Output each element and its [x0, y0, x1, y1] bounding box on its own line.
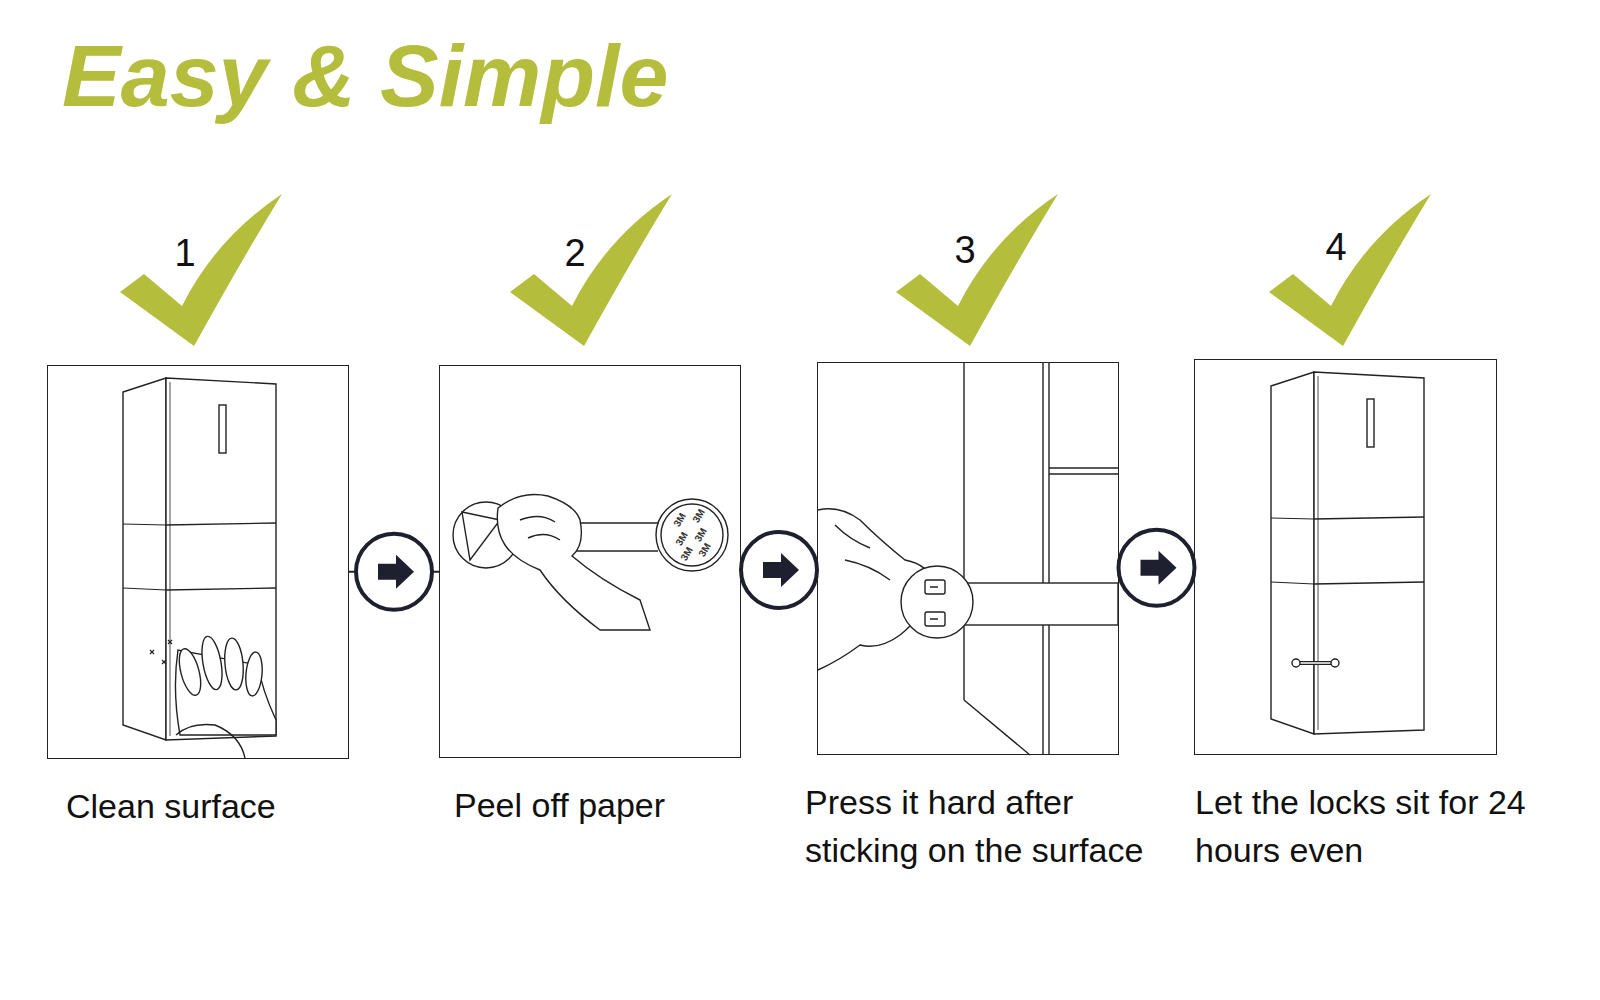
- step-panel: 3Press it hard after sticking on the sur…: [817, 362, 1119, 755]
- press-illustration: [818, 363, 1118, 755]
- step-caption: Peel off paper: [454, 781, 799, 829]
- arrow-head: [378, 555, 414, 589]
- step-number: 1: [174, 234, 195, 272]
- arrow-circle: [356, 534, 432, 610]
- check-mark: [120, 194, 1431, 346]
- peel-illustration: [453, 495, 728, 631]
- arrow-circle: [1119, 530, 1195, 606]
- title: Easy & Simple: [62, 28, 669, 125]
- step-caption: Let the locks sit for 24 hours even: [1195, 778, 1540, 874]
- step-caption: Clean surface: [66, 782, 411, 830]
- step-arrow: [741, 532, 817, 608]
- fridge-wipe: [123, 378, 276, 758]
- fridge-locked: [1271, 372, 1424, 734]
- step-panel: 2Peel off paper: [439, 365, 741, 758]
- step-number: 4: [1325, 228, 1346, 266]
- step-panel: 1Clean surface: [47, 365, 349, 759]
- step-panel: 4Let the locks sit for 24 hours even: [1194, 359, 1497, 755]
- step-number: 2: [564, 234, 585, 272]
- arrow-circle: [741, 532, 817, 608]
- step-arrow: [349, 534, 439, 610]
- step-number: 3: [954, 231, 975, 269]
- step-arrow: [1119, 530, 1195, 606]
- arrow-head: [1141, 551, 1177, 585]
- step-caption: Press it hard after sticking on the surf…: [805, 778, 1150, 874]
- arrow-head: [763, 553, 799, 587]
